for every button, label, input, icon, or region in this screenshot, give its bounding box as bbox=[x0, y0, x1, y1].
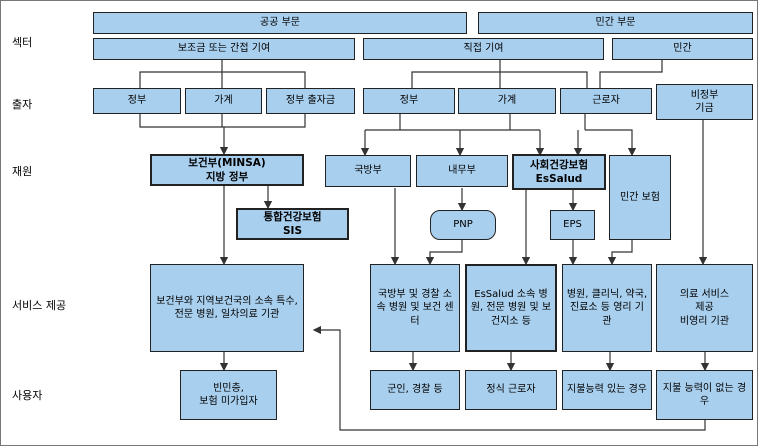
contribution-gov1: 정부 bbox=[93, 88, 181, 114]
feedback-line bbox=[312, 325, 706, 431]
row-label-user: 사용자 bbox=[12, 389, 43, 402]
financing-defense: 국방부 bbox=[325, 155, 411, 187]
sector-direct: 직접 기여 bbox=[363, 38, 604, 60]
sector-public: 공공 부문 bbox=[93, 12, 467, 34]
sector-private-only: 민간 bbox=[612, 38, 753, 60]
service-essalud-facilities: EsSalud 소속 병원, 전문 병원 및 보건지소 등 bbox=[465, 264, 557, 352]
user-can-pay: 지불능력 있는 경우 bbox=[562, 370, 652, 410]
contribution-gov-contribution: 정부 출자금 bbox=[266, 88, 355, 114]
row-label-sector: 섹터 bbox=[12, 36, 33, 49]
contribution-household1: 가계 bbox=[185, 88, 262, 114]
sector-subsidy: 보조금 또는 간접 기여 bbox=[93, 38, 355, 60]
private-to-worker bbox=[599, 60, 663, 88]
service-defense-police: 국방부 및 경찰 소속 병원 및 보건 센터 bbox=[370, 264, 460, 352]
contribution-gov2: 정부 bbox=[363, 88, 455, 114]
user-poor: 빈민층, 보험 미가입자 bbox=[180, 370, 277, 420]
row-label-service: 서비스 제공 bbox=[12, 299, 67, 312]
user-formal-workers: 정식 근로자 bbox=[465, 370, 557, 410]
financing-private-insurance: 민간 보험 bbox=[609, 155, 671, 240]
financing-essalud: 사회건강보험 EsSalud bbox=[512, 154, 606, 190]
contribution-worker: 근로자 bbox=[560, 88, 652, 114]
user-military-police: 군인, 경찰 등 bbox=[370, 370, 460, 410]
service-private-facilities: 병원, 클리닉, 약국, 진료소 등 영리 기관 bbox=[562, 264, 652, 352]
user-cannot-pay: 지불 능력이 없는 경우 bbox=[656, 370, 753, 420]
contribution-household2: 가계 bbox=[458, 88, 556, 114]
financing-sis: 통합건강보험 SIS bbox=[236, 208, 349, 240]
contribution-ngo: 비정부 기금 bbox=[656, 84, 753, 120]
service-nonprofit: 의료 서비스 제공 비영리 기관 bbox=[656, 264, 753, 352]
financing-pnp: PNP bbox=[430, 210, 496, 240]
service-minsa-facilities: 보건부와 지역보건국의 소속 특수, 전문 병원, 일차의료 기관 bbox=[150, 264, 304, 352]
financing-interior: 내무부 bbox=[416, 155, 508, 187]
row-label-financing: 재원 bbox=[12, 165, 33, 178]
row-label-contribution: 출자 bbox=[12, 98, 33, 111]
financing-minsa: 보건부(MINSA) 지방 정부 bbox=[150, 154, 304, 186]
sector-private: 민간 부문 bbox=[478, 12, 753, 34]
financing-eps: EPS bbox=[550, 210, 595, 240]
